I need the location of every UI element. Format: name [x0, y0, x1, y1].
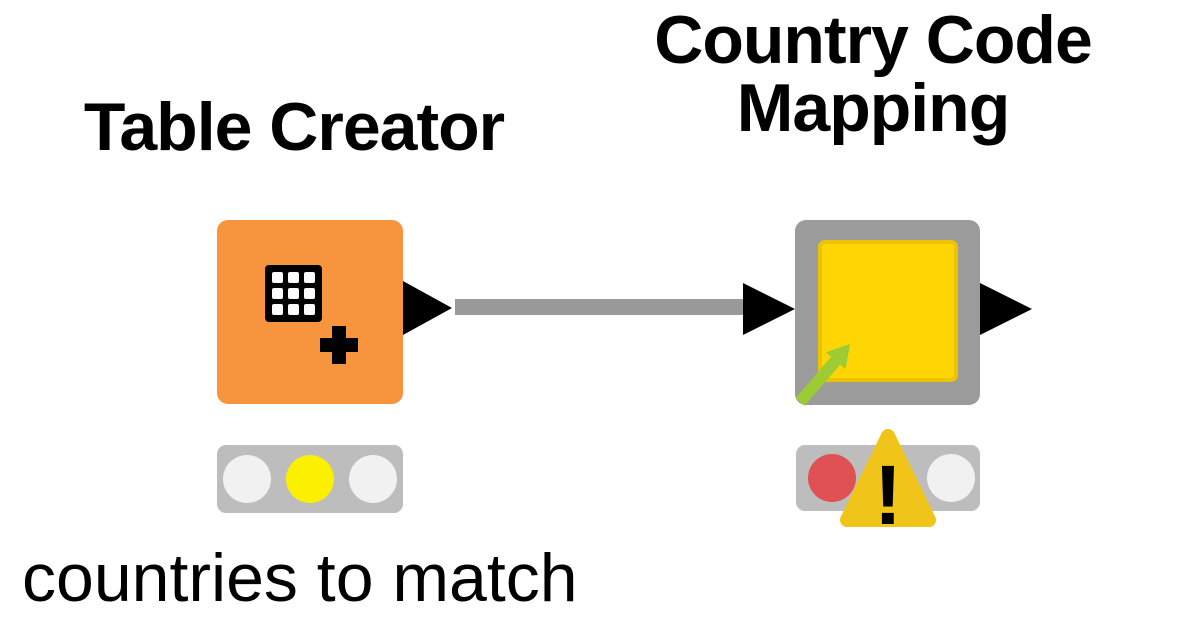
node-label-line-2: Mapping [736, 70, 1011, 146]
workflow-annotation[interactable]: countries to match [22, 540, 578, 616]
status-light-green-off [927, 454, 975, 502]
status-light-red-on [808, 454, 856, 502]
node-label-table-creator[interactable]: Table Creator [83, 89, 505, 165]
node-country-code-mapping[interactable] [795, 220, 980, 405]
output-port-icon-table-creator[interactable] [403, 281, 452, 335]
connection-line[interactable] [455, 299, 743, 315]
input-port-icon-country-code-mapping[interactable] [743, 283, 795, 335]
component-body [818, 240, 958, 382]
node-label-country-code-mapping[interactable]: Country Code Mapping [623, 6, 1123, 142]
traffic-light-table-creator [217, 445, 403, 513]
node-label-line-1: Country Code [654, 2, 1093, 78]
node-table-creator[interactable] [217, 220, 403, 404]
plus-icon [320, 326, 358, 364]
status-light-green-off [349, 455, 397, 503]
traffic-light-country-code-mapping [796, 445, 980, 511]
status-light-red-off [223, 455, 271, 503]
output-port-icon-country-code-mapping[interactable] [980, 283, 1032, 335]
table-grid-icon [265, 265, 322, 322]
status-light-yellow-on [286, 455, 334, 503]
